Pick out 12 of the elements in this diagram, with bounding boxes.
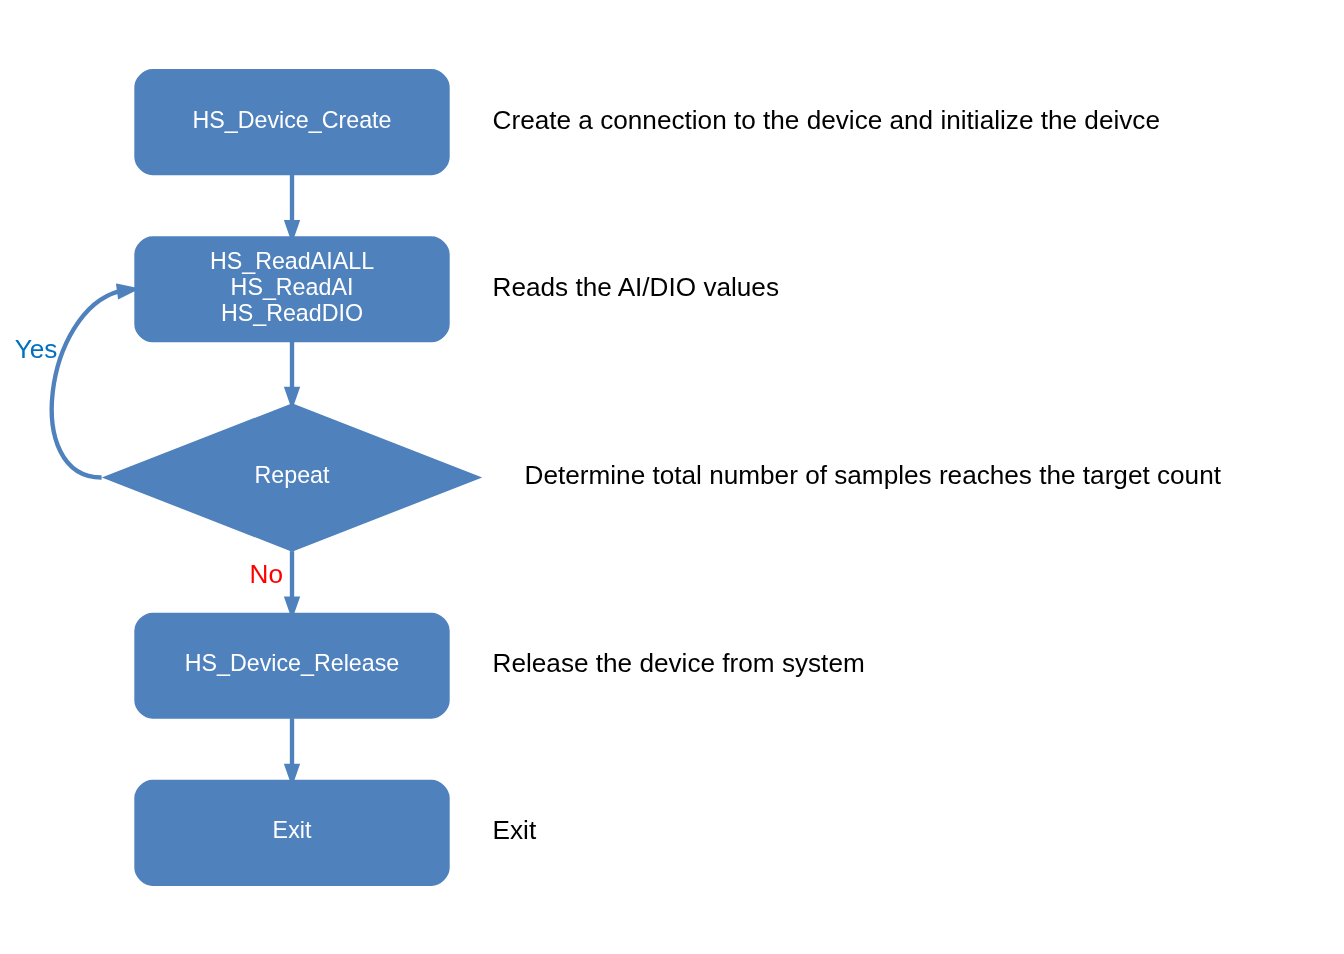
- node-label: Reads the AI/DIO values: [492, 271, 779, 302]
- node-label: Create a connection to the device and initialize the deivce: [492, 104, 1160, 135]
- node-box: Exit: [134, 779, 450, 886]
- node-diamond: Repeat: [101, 402, 483, 552]
- node-label: Exit: [492, 814, 537, 845]
- edge-label: Yes: [14, 333, 58, 364]
- edge-label: No: [249, 558, 284, 589]
- node-box: HS_ReadAIALL HS_ReadAI HS_ReadDIO: [134, 235, 450, 342]
- node-label: Determine total number of samples reaches the target count: [524, 459, 1221, 490]
- node-box: HS_Device_Release: [134, 612, 450, 719]
- node-box: HS_Device_Create: [134, 68, 450, 175]
- node-label: Release the device from system: [492, 647, 865, 678]
